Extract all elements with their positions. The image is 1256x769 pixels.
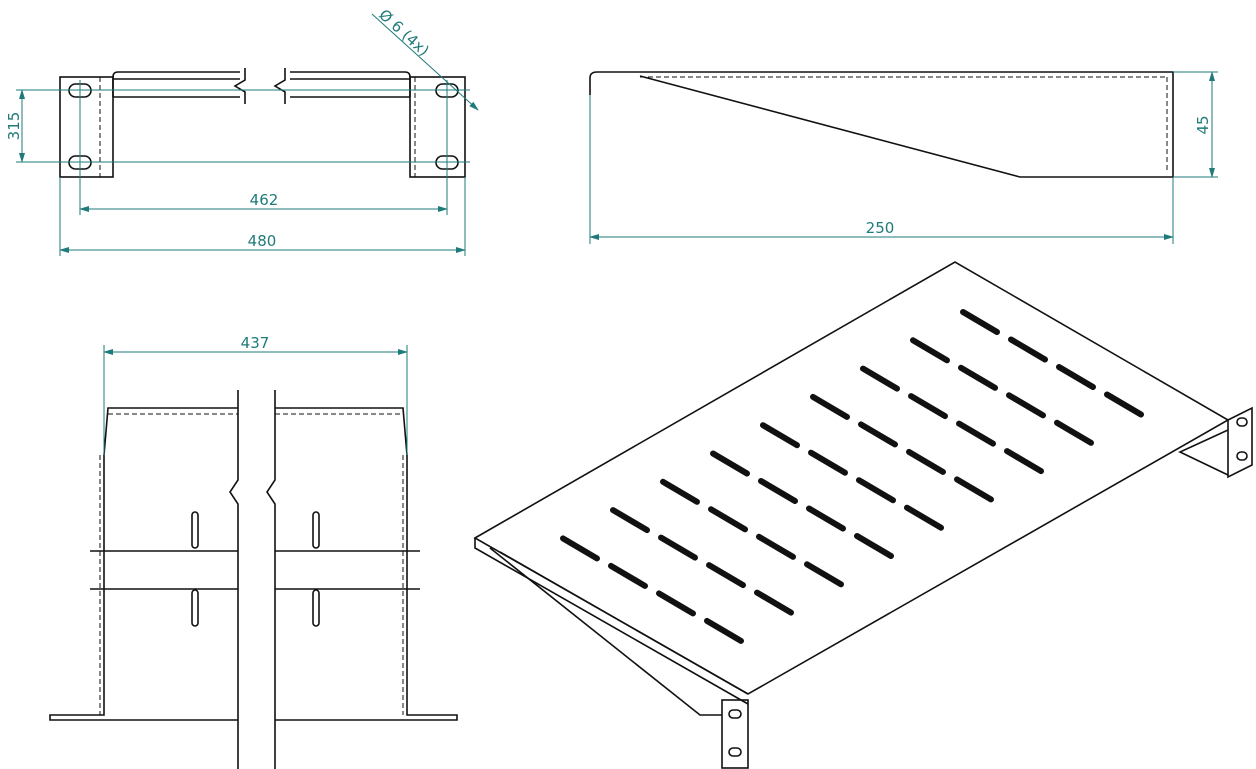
side-view: 45 250 (589, 71, 1218, 244)
vent-slot (710, 450, 750, 477)
slot (312, 589, 320, 627)
isometric-view (473, 261, 1253, 769)
vent-slot (660, 478, 700, 505)
vent-slot (756, 533, 796, 560)
vent-slot (860, 365, 900, 392)
vent-slot (904, 504, 944, 531)
vent-slot (608, 562, 648, 589)
vent-slot (708, 506, 748, 533)
vent-slot (1054, 419, 1094, 446)
vent-slot (1056, 364, 1096, 390)
vent-slot (810, 393, 850, 420)
vent-slot (806, 505, 846, 532)
dim-250: 250 (866, 219, 895, 237)
vent-slot (758, 478, 798, 504)
rear-bracket (1227, 406, 1253, 479)
vent-slot (704, 617, 744, 644)
vent-slot (760, 422, 800, 449)
dim-hole-diameter: Ø 6 (4x) (375, 6, 432, 60)
vent-slot (954, 476, 994, 503)
vent-slot (610, 507, 650, 534)
vent-slot (658, 534, 698, 561)
top-view: 437 (49, 334, 458, 769)
vent-slot (808, 449, 848, 476)
dim-315: 315 (5, 112, 23, 141)
front-view: 315 462 480 Ø 6 (4x) (5, 6, 479, 256)
vent-slot (706, 562, 746, 589)
vent-slot (958, 364, 998, 391)
vent-slot (906, 448, 946, 475)
vent-slot (656, 590, 696, 617)
vent-slot (1008, 336, 1048, 363)
dim-480: 480 (248, 232, 277, 250)
dim-462: 462 (250, 191, 279, 209)
slot (312, 511, 320, 549)
front-bracket (721, 699, 749, 769)
vent-slot (1104, 391, 1144, 418)
vent-slot (956, 420, 996, 447)
vent-slot (560, 535, 600, 562)
vent-slot (1006, 392, 1046, 419)
vent-slot (910, 337, 950, 364)
slot (191, 511, 199, 549)
vent-slot (854, 533, 894, 559)
slot (191, 589, 199, 627)
vent-slot (804, 561, 844, 588)
vent-slot (908, 393, 948, 420)
dim-437: 437 (241, 334, 270, 352)
vent-slot (754, 589, 794, 616)
vent-slot (960, 309, 1000, 335)
vent-slot (856, 477, 896, 504)
vent-slot (858, 421, 898, 448)
dim-45: 45 (1194, 115, 1212, 134)
vent-slot (1004, 448, 1044, 475)
